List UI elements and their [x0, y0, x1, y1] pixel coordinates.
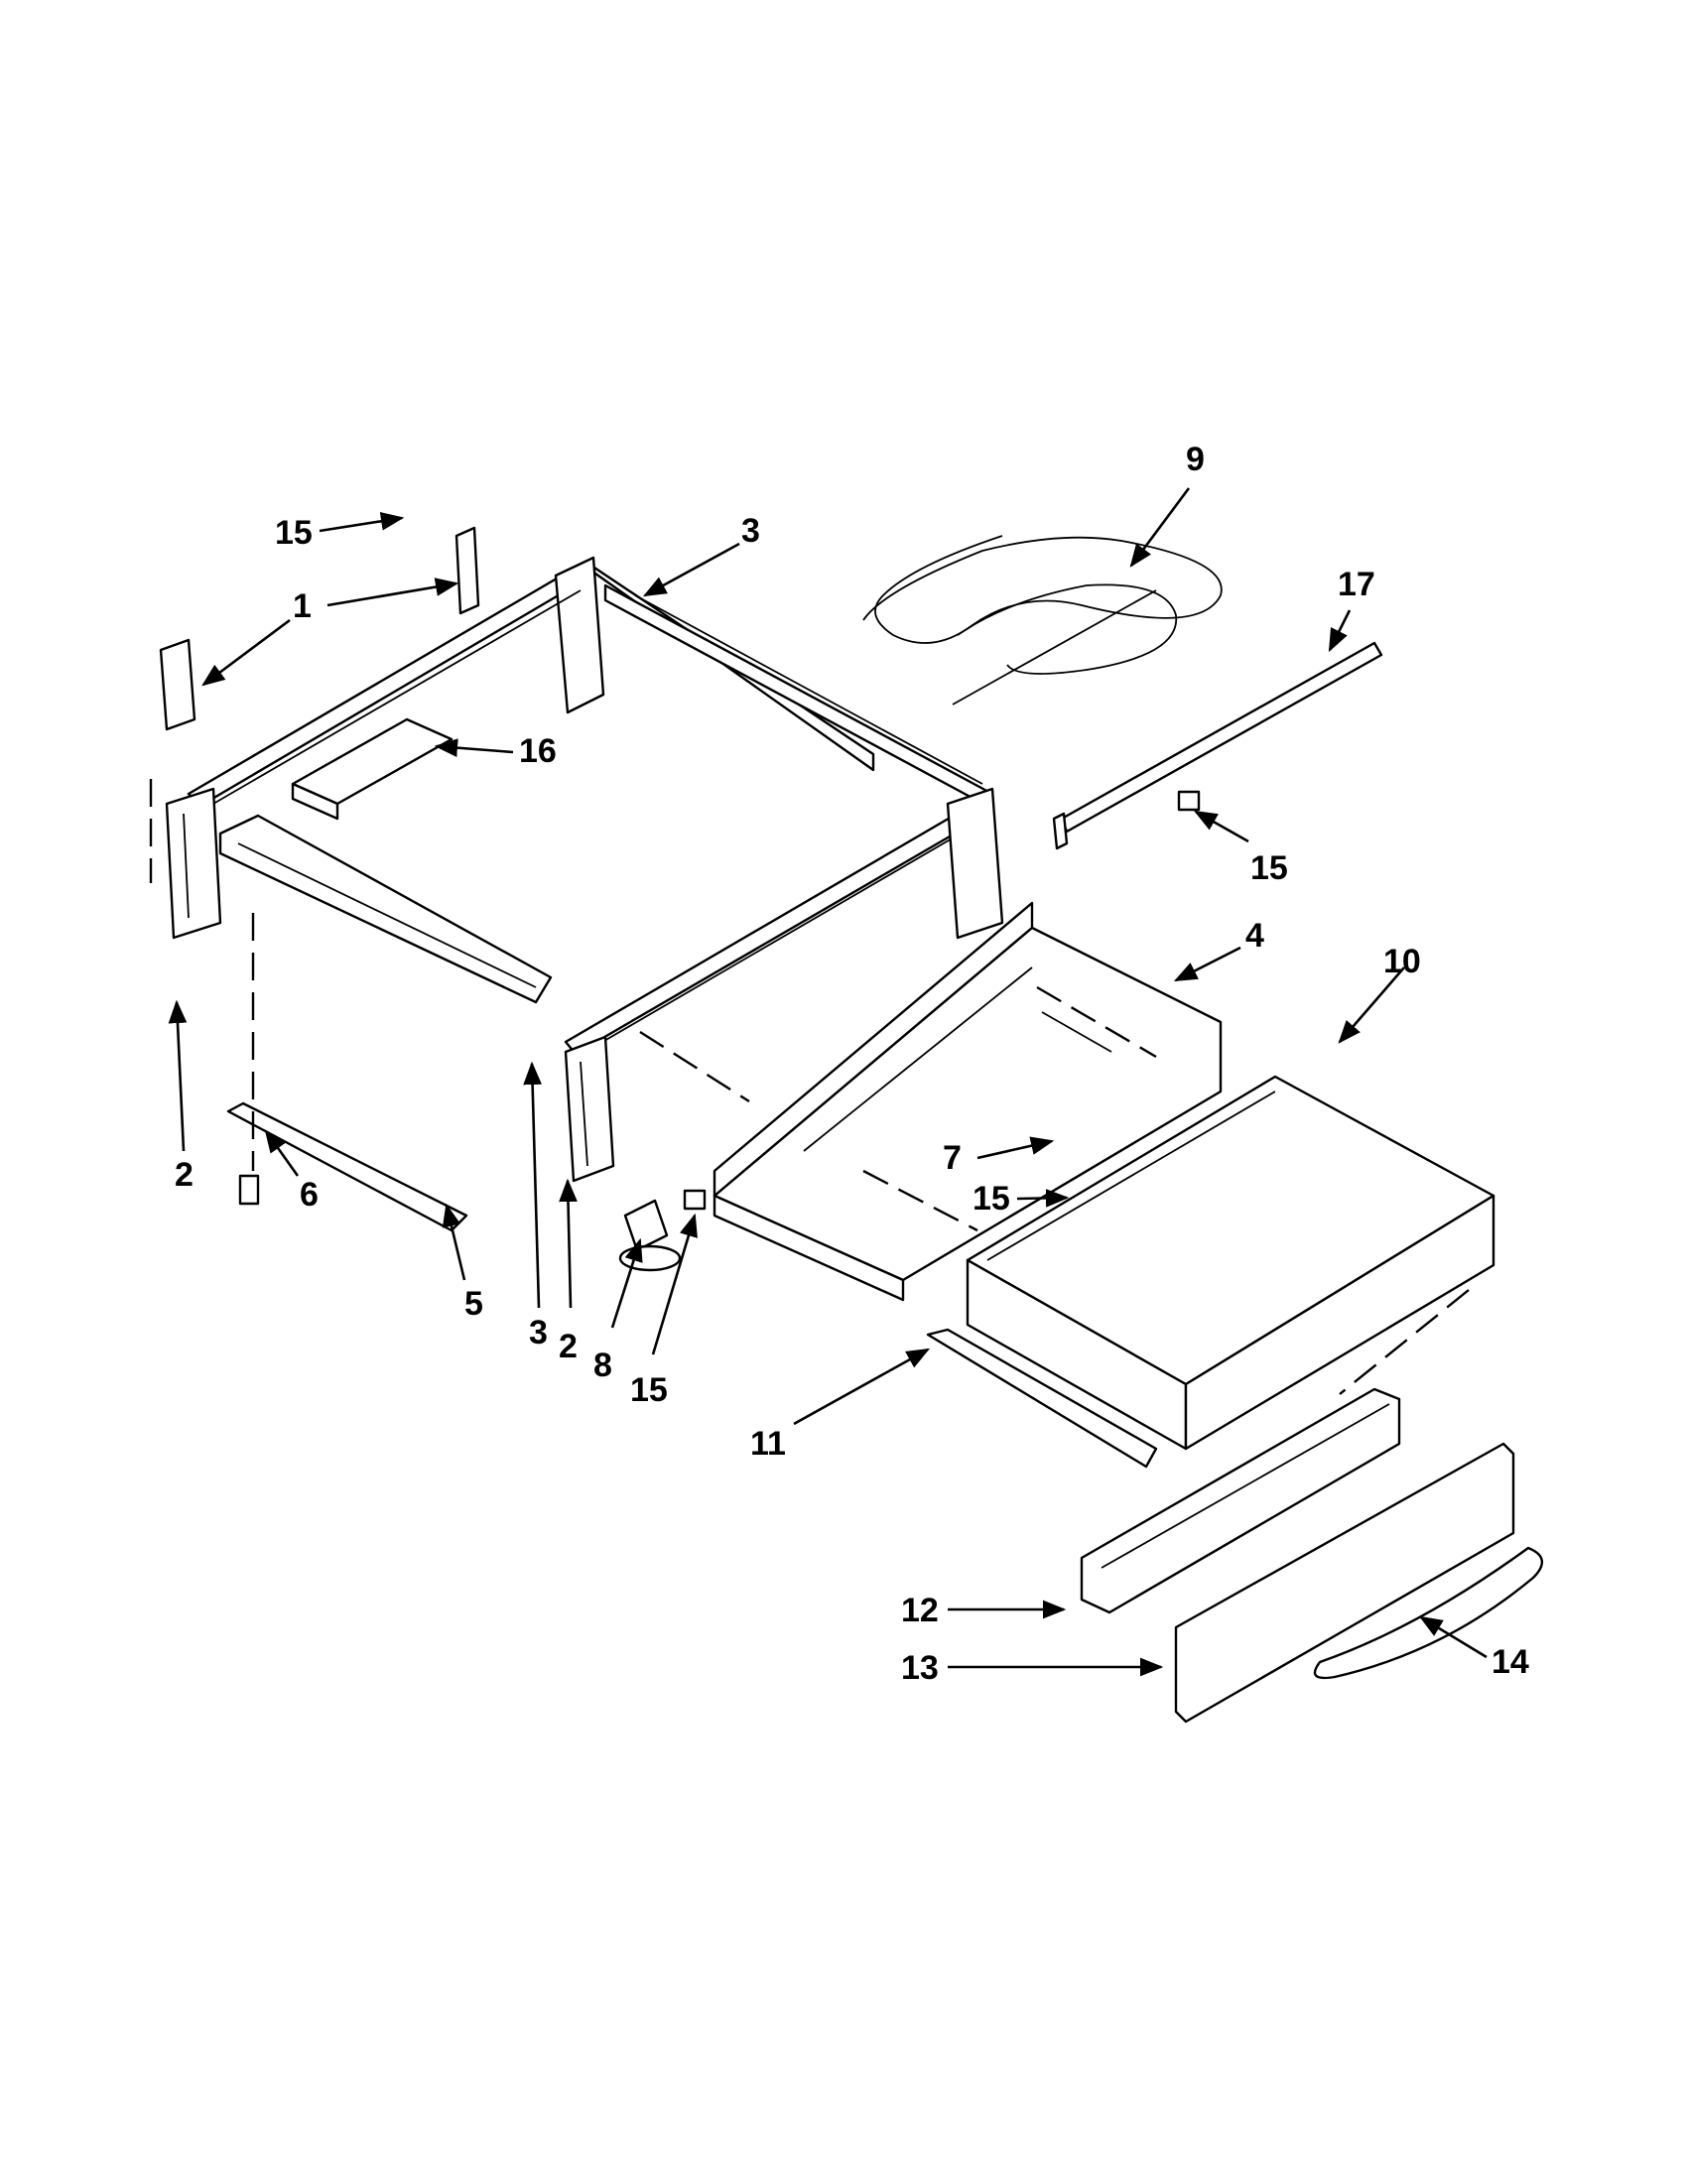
- callout-leaders: [168, 487, 1488, 1677]
- callout-2: 2: [559, 1328, 578, 1365]
- sensor: [1041, 1011, 1112, 1053]
- foot-screw: [683, 1189, 707, 1211]
- right-upright-rear: [946, 787, 1004, 940]
- front-crossmember: [218, 814, 553, 1004]
- callout-3: 3: [529, 1314, 548, 1351]
- drawer-pan: [966, 1075, 1495, 1451]
- callout-4: 4: [1245, 917, 1264, 955]
- callout-9: 9: [1186, 441, 1205, 478]
- element-support-rail: [1052, 641, 1383, 850]
- callout-11: 11: [750, 1425, 786, 1463]
- callout-10: 10: [1383, 943, 1421, 980]
- callout-12: 12: [901, 1592, 939, 1629]
- anti-tip-foot: [618, 1199, 682, 1272]
- assembly-lines: [149, 779, 1470, 1395]
- callout-15: 15: [973, 1180, 1010, 1218]
- callout-1: 1: [293, 587, 312, 625]
- drawer-housing: [713, 901, 1223, 1302]
- drawer-front-panel: [1174, 1442, 1515, 1724]
- screw: [1177, 790, 1201, 812]
- drawer-handle: [1313, 1546, 1543, 1680]
- front-upright: [564, 1035, 615, 1183]
- frame-slide: [226, 1101, 468, 1232]
- vent-duct: [291, 717, 454, 821]
- callout-8: 8: [593, 1347, 612, 1384]
- callout-6: 6: [300, 1176, 319, 1214]
- callout-15: 15: [630, 1371, 668, 1409]
- left-side-bracket: [165, 787, 222, 940]
- left-bracket: [159, 638, 196, 731]
- rear-bracket: [454, 526, 480, 615]
- right-frame-rail: [603, 583, 994, 811]
- callout-5: 5: [464, 1285, 483, 1323]
- heating-element: [862, 535, 1223, 706]
- callout-17: 17: [1338, 566, 1375, 603]
- drawer-inner-panel: [1080, 1387, 1401, 1614]
- callout-13: 13: [901, 1649, 939, 1687]
- callout-15: 15: [275, 514, 313, 552]
- callout-3: 3: [741, 512, 760, 550]
- callout-7: 7: [943, 1139, 962, 1177]
- callout-15: 15: [1250, 849, 1288, 887]
- callout-16: 16: [519, 732, 557, 770]
- drawer-slide: [926, 1328, 1158, 1469]
- callout-labels: 15 1 3 9 17 16 15 4 10 2 6 5 7 15 3 2 8 …: [175, 441, 1529, 1687]
- leveling-leg: [238, 1174, 260, 1206]
- callout-14: 14: [1492, 1643, 1529, 1681]
- callout-2: 2: [175, 1156, 194, 1194]
